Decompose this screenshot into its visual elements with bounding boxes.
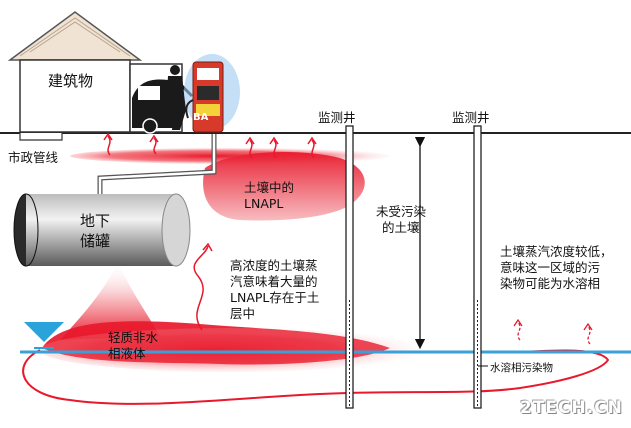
monitoring-well-left [345,125,354,409]
low-vapor-label-line3: 染物可能为水溶相 [500,276,601,291]
rising-vapor-arrow [193,245,209,331]
lnapl-pool-fade [40,328,420,372]
person-illustration [166,65,194,130]
underground-pipe-inner [98,134,216,196]
low-vapor-label-line2: 意味这一区域的污 [500,260,601,275]
building-label: 建筑物 [48,72,94,90]
low-vapor-arrows [513,318,593,345]
light-napl-label-line1: 轻质非水 [108,330,159,345]
dissolved-plume-label: 水溶相污染物 [490,362,553,374]
municipal-pipe-graphic [19,133,63,141]
underground-pipe [97,134,217,196]
fuel-pump-illustration [184,54,240,133]
uncontaminated-soil-label-line1: 未受污染 [376,204,427,219]
tank-label-line1: 地下 [80,212,111,230]
high-vapor-label-line1: 高浓度的土壤蒸 [230,258,318,273]
monitoring-well-right [473,125,482,409]
low-vapor-label-line1: 土壤蒸汽浓度较低， [500,244,613,259]
rising-vapor-arrowhead [202,242,213,252]
light-napl-label-line2: 相液体 [108,346,146,361]
high-vapor-label-line3: LNAPL存在于土 [230,290,320,305]
uncontaminated-soil-label-line2: 的土壤 [382,220,420,235]
lnapl-in-soil-label-line2: LNAPL [244,196,284,211]
lnapl-in-soil-label-line1: 土壤中的 [244,180,295,195]
soil-lnapl-plume [203,152,365,221]
tank-label-line2: 储罐 [80,232,111,250]
leak-column [60,262,160,340]
pump-sign-text: BA [193,112,209,123]
monitoring-well-left-label: 监测井 [318,110,356,125]
high-vapor-label-line4: 层中 [230,306,256,321]
monitoring-well-right-label: 监测井 [452,110,490,125]
watermark: 2TECH.CN [520,398,623,418]
vapor-arrows [103,132,317,159]
water-table-symbol [24,322,64,342]
dissolved-plume-outline [22,349,610,405]
high-vapor-label-line2: 汽意味着大量的 [230,274,318,289]
municipal-pipe-label: 市政管线 [8,150,59,165]
underground-storage-tank [13,193,191,267]
